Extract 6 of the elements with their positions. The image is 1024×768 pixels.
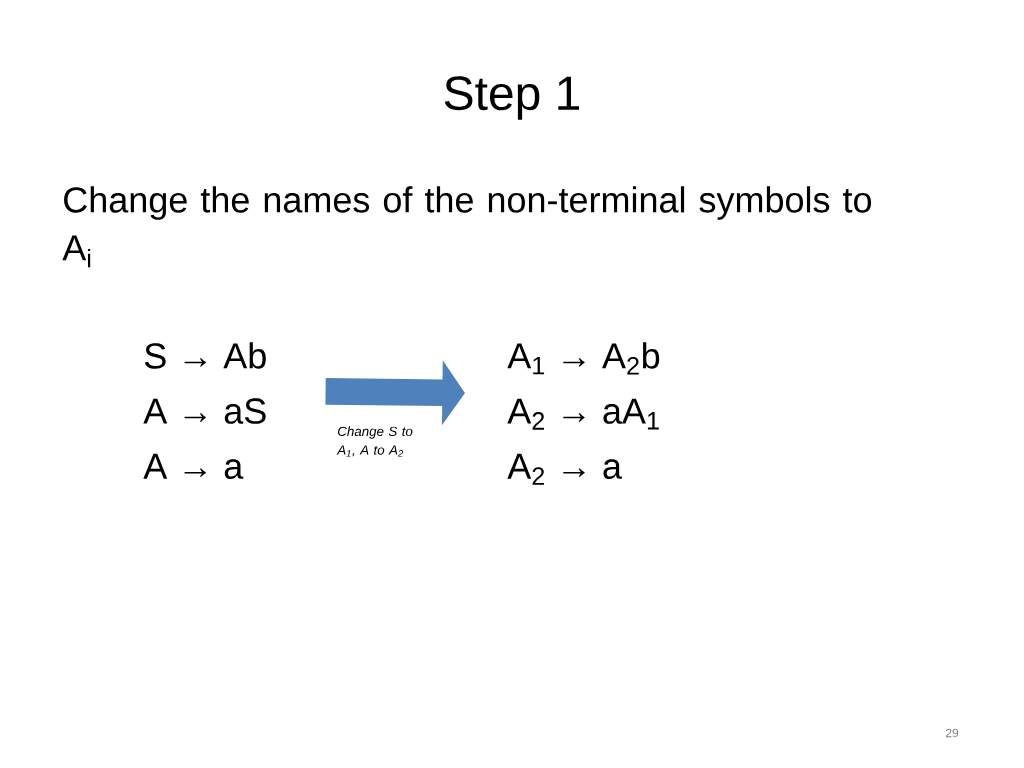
slide-title: Step 1 <box>444 76 579 120</box>
edge-label: Change S to A$_{1}$, A to A$_{2}$ <box>336 426 413 457</box>
rule-list: A$_{1}$ → A$_{2}$b A$_{2}$ → aA$_{1}$ A$_{2}$ → a <box>507 342 660 485</box>
body-text: Change the names of the non-terminal symbols to A$_{i}$ <box>62 186 872 268</box>
page-number: 29 <box>945 728 959 738</box>
rule-list: S → Ab A → aS A → a <box>143 342 266 479</box>
